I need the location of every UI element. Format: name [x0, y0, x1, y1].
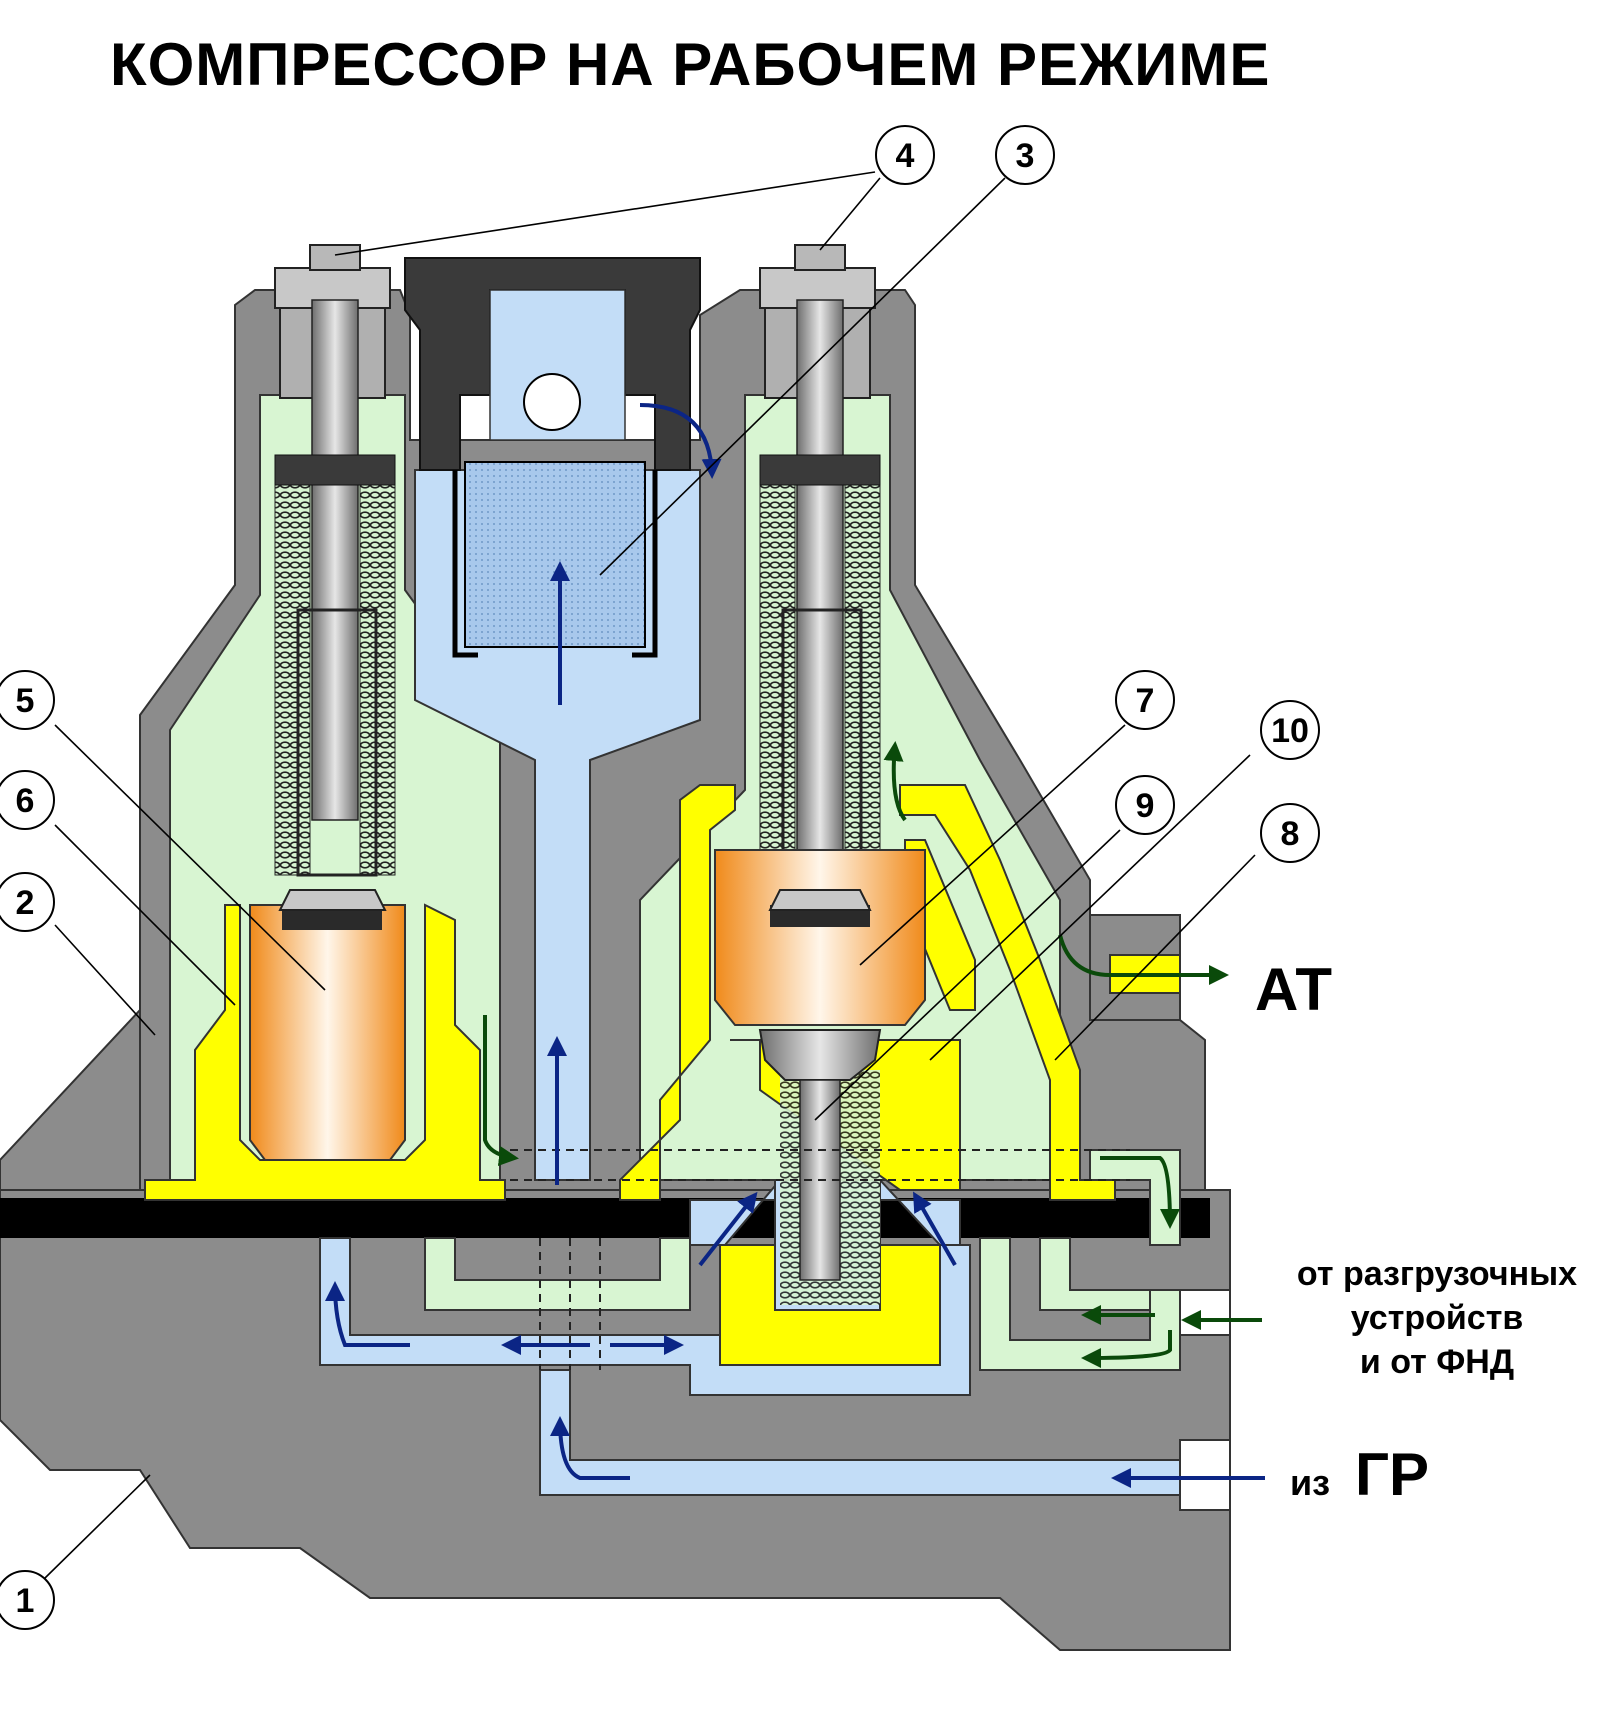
callout-leaders — [44, 171, 1256, 1579]
callout-circle-4 — [875, 125, 935, 185]
unload-green-passage-inner — [1039, 1237, 1151, 1311]
callout-number: 6 — [16, 782, 35, 820]
right-side-yellow-channel — [899, 784, 1116, 1201]
left-valve-cone — [278, 889, 387, 911]
arrow-corner-down — [1100, 1156, 1180, 1229]
right-spring-outer — [759, 454, 796, 876]
label-unload-line3: и от ФНД — [1359, 1343, 1515, 1381]
blue-flow-arrows — [325, 403, 1265, 1488]
callout-circle-9 — [1115, 775, 1175, 835]
dashed-channel-lines — [510, 1149, 1130, 1370]
callout-circle-5 — [0, 670, 55, 730]
label-gr: ГР — [1355, 1441, 1430, 1508]
callout-circle-6 — [0, 770, 55, 830]
callout-numbers: 4 3 5 6 2 1 7 10 9 8 — [16, 137, 1309, 1620]
leader-9 — [814, 829, 1121, 1121]
leader-10 — [929, 754, 1251, 1061]
arrow-unload-lower — [1081, 1330, 1172, 1368]
leader-1 — [44, 1474, 151, 1579]
right-valve-disc — [714, 849, 926, 1026]
callout-circle-8 — [1260, 803, 1320, 863]
left-valve-disc — [249, 904, 406, 1161]
callout-number: 10 — [1271, 712, 1309, 750]
label-at: АТ — [1255, 956, 1332, 1023]
right-spring-cup — [759, 454, 881, 486]
leader-4a — [334, 171, 876, 256]
arrow-right-green-up — [883, 741, 907, 822]
callout-number: 3 — [1016, 137, 1035, 175]
lower-blue-passage — [319, 1237, 971, 1396]
callout-circle-7 — [1115, 670, 1175, 730]
callout-number: 8 — [1281, 815, 1300, 853]
body-left-flange — [0, 1007, 141, 1191]
arrow-at-out — [1058, 934, 1229, 985]
gr-fitting-thread — [1179, 1439, 1231, 1511]
callout-circle-2 — [0, 872, 55, 932]
lower-green-passage — [424, 1237, 691, 1311]
left-spring-outer — [274, 454, 311, 876]
callout-number: 5 — [16, 682, 35, 720]
arrow-check-left — [698, 1191, 758, 1267]
arrow-gr-left — [550, 1416, 630, 1480]
left-valve-seal — [282, 908, 382, 930]
leader-8 — [1054, 854, 1256, 1061]
check-valve-head — [758, 1029, 882, 1081]
leader-3 — [599, 177, 1006, 576]
leader-7 — [859, 724, 1126, 966]
arrow-check-right — [913, 1191, 957, 1266]
left-valve-seat — [144, 903, 506, 1201]
arrow-left-up — [325, 1281, 410, 1347]
gasket-plate — [0, 1198, 1210, 1238]
callout-number: 4 — [896, 137, 915, 175]
callout-circle-10 — [1260, 700, 1320, 760]
leader-6 — [54, 824, 236, 1006]
filter-element-lip — [452, 470, 658, 658]
page-title: КОМПРЕССОР НА РАБОЧЕМ РЕЖИМЕ — [110, 31, 1271, 98]
leader-5 — [54, 724, 326, 991]
callout-number: 7 — [1136, 682, 1155, 720]
arrow-cap-turn — [639, 403, 722, 479]
left-adjust-screw-head — [309, 244, 361, 271]
arrow-left-green-down — [483, 1015, 519, 1167]
green-flow-arrows — [483, 741, 1262, 1368]
left-spring-cup — [274, 454, 396, 486]
callout-number: 9 — [1136, 787, 1155, 825]
callout-circle-3 — [995, 125, 1055, 185]
left-valve-guide — [296, 608, 378, 877]
filter-element — [464, 461, 646, 648]
callout-number: 2 — [16, 884, 35, 922]
callout-circle-1 — [0, 1570, 55, 1630]
label-unload-line2: устройств — [1350, 1299, 1524, 1337]
label-unload-source: от разгрузочных устройств и от ФНД — [1272, 1252, 1602, 1384]
callout-number: 1 — [16, 1582, 35, 1620]
right-adjust-screw-head — [794, 244, 846, 271]
label-unload-line1: от разгрузочных — [1296, 1255, 1578, 1293]
left-adjust-screw — [311, 299, 359, 821]
leader-4b — [819, 177, 881, 251]
unload-fitting-thread — [1179, 1289, 1231, 1336]
filter-cap-hole — [523, 373, 581, 431]
right-valve-housing — [619, 784, 736, 1201]
callout-circles — [0, 125, 1320, 1630]
leader-2 — [54, 924, 156, 1036]
right-valve-cone — [768, 889, 872, 911]
label-from-prefix: из — [1290, 1462, 1331, 1503]
